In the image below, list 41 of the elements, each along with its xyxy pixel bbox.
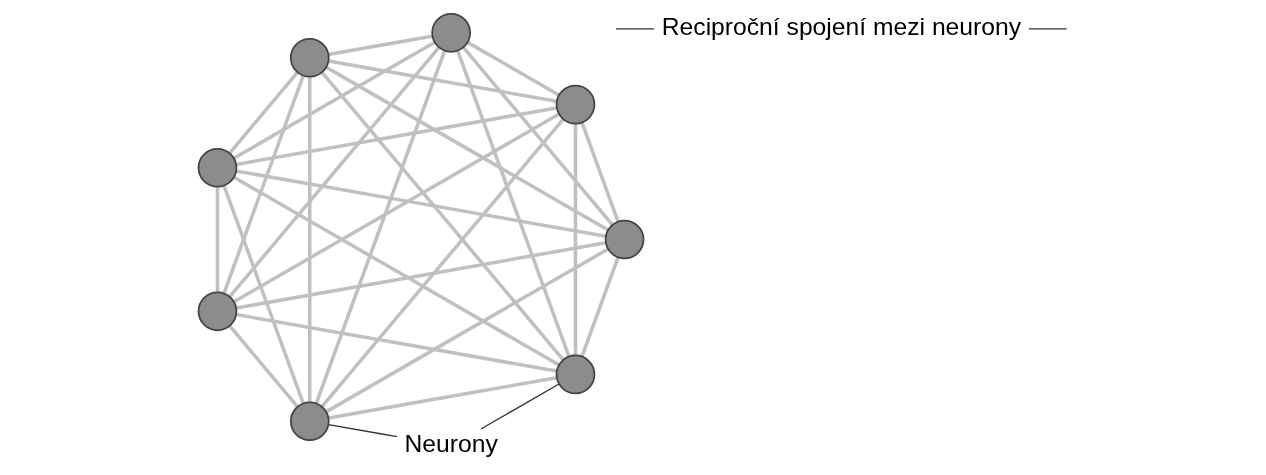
node-text: Neurony xyxy=(404,430,498,458)
node-circle xyxy=(289,37,330,78)
connector xyxy=(236,241,607,310)
connector xyxy=(328,59,557,103)
connector xyxy=(222,75,305,295)
node-circle xyxy=(555,84,596,125)
connector xyxy=(308,76,312,402)
connector xyxy=(314,50,447,404)
node-circle xyxy=(197,147,238,188)
connector xyxy=(233,175,560,367)
connector xyxy=(328,34,433,57)
node-circle xyxy=(555,354,596,395)
connector xyxy=(235,106,557,167)
connector xyxy=(320,118,565,408)
connector xyxy=(233,40,436,160)
connector xyxy=(228,46,441,298)
node-circle xyxy=(289,401,330,442)
connector xyxy=(235,312,557,373)
connector xyxy=(325,247,609,414)
connector xyxy=(462,46,614,227)
connector xyxy=(466,40,560,97)
connector xyxy=(1028,28,1068,30)
node-circle xyxy=(431,12,471,53)
connector xyxy=(328,375,558,420)
connector xyxy=(480,383,560,430)
connector xyxy=(236,169,607,238)
node-circle xyxy=(604,219,645,260)
connector xyxy=(456,50,571,358)
node-text: Reciproční spojení mezi neurony xyxy=(661,12,1022,40)
connector xyxy=(325,65,609,232)
connector xyxy=(215,186,220,293)
connector xyxy=(580,256,620,358)
connector xyxy=(228,324,299,408)
connector xyxy=(580,122,620,223)
connector xyxy=(573,123,578,356)
connector xyxy=(228,71,299,155)
connector xyxy=(615,28,655,30)
node-circle xyxy=(197,291,238,332)
connector xyxy=(222,184,305,404)
connector xyxy=(320,71,565,361)
connector xyxy=(233,112,560,304)
